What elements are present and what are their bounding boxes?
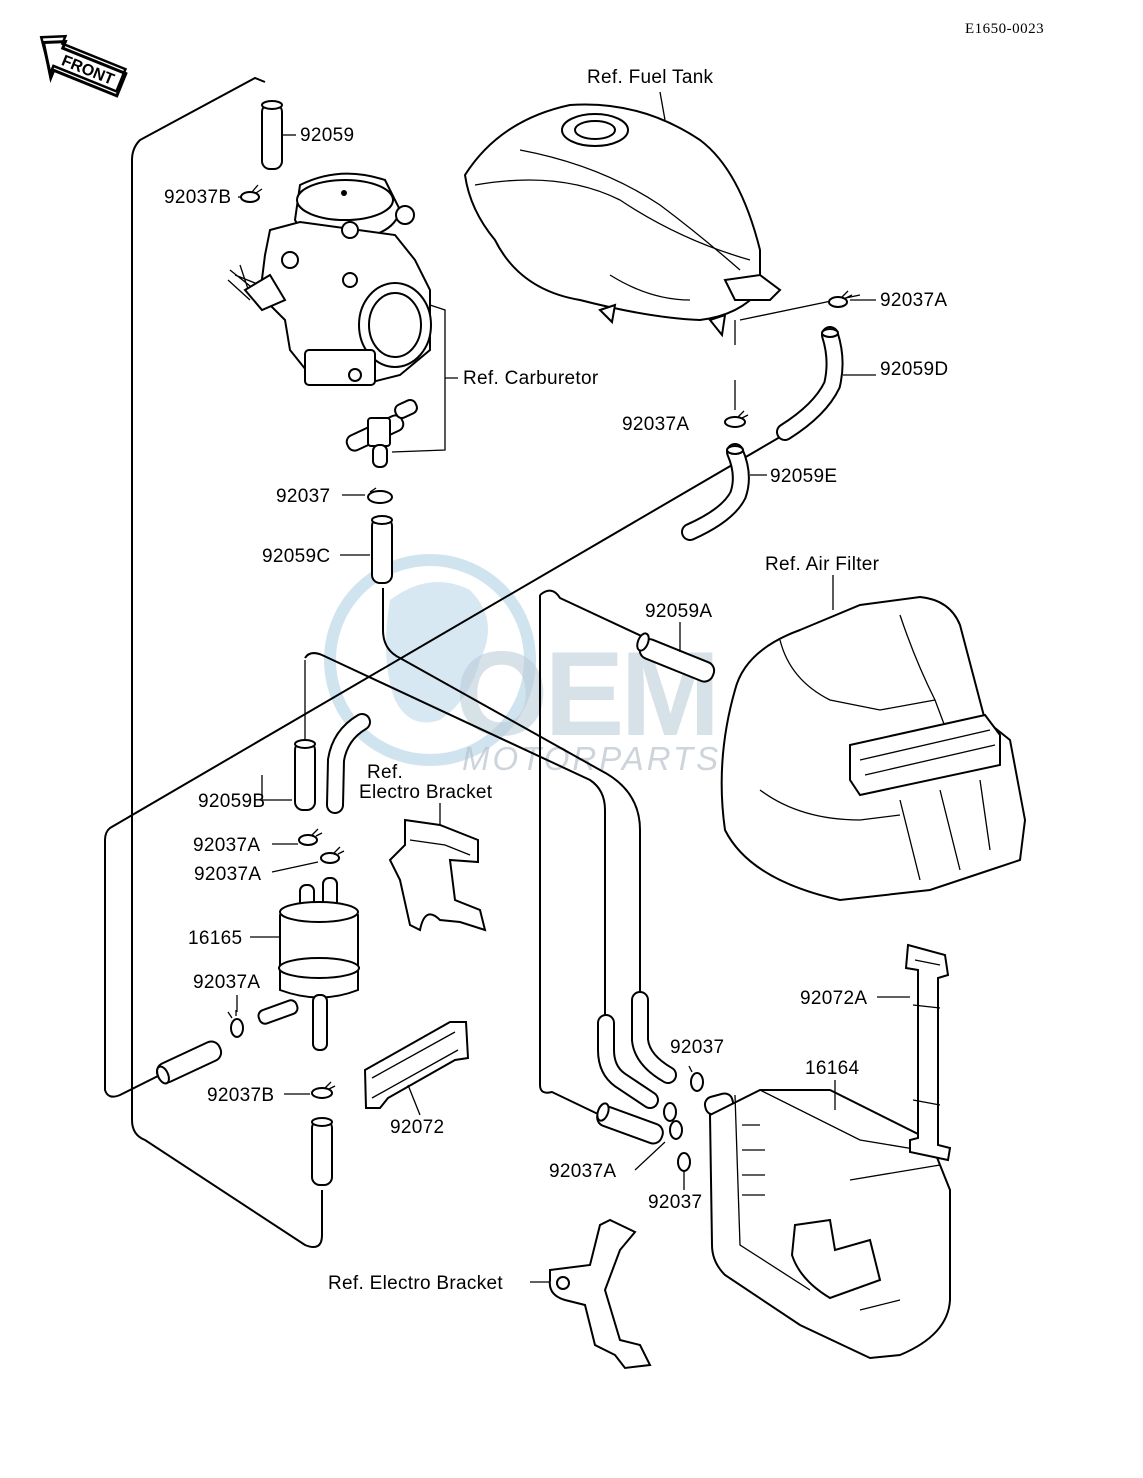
clip-92037B-top-icon bbox=[240, 184, 263, 203]
label-92059B: 92059B bbox=[198, 791, 265, 812]
hose-canister-connectors bbox=[596, 991, 677, 1145]
leader-92037A-r bbox=[634, 1141, 666, 1171]
label-ref-electro-1b: Electro Bracket bbox=[359, 782, 493, 803]
clip-92037-r-extra-icon bbox=[663, 1102, 691, 1172]
label-92059C: 92059C bbox=[262, 546, 330, 567]
hose-left-short bbox=[155, 1040, 223, 1085]
clip-92037A-l3-icon bbox=[227, 1010, 244, 1038]
carburetor-drawing bbox=[227, 172, 432, 468]
label-92072: 92072 bbox=[390, 1117, 444, 1138]
label-92059D: 92059D bbox=[880, 359, 948, 380]
clip-92037-r1-icon bbox=[688, 1065, 704, 1092]
clip-92037B-bot-icon bbox=[311, 1081, 336, 1099]
label-92059: 92059 bbox=[300, 125, 354, 146]
strap-92072A-drawing bbox=[904, 943, 952, 1162]
leader-ref-fuel-tank bbox=[659, 91, 666, 121]
hose-92059A bbox=[636, 632, 716, 683]
leader-92059B bbox=[261, 775, 292, 801]
label-ref-carburetor: Ref. Carburetor bbox=[463, 368, 599, 389]
watermark-globe bbox=[324, 554, 536, 766]
hose-routing-upper-diag bbox=[104, 436, 781, 1098]
strap-92072-drawing bbox=[363, 1021, 470, 1109]
hose-92059B bbox=[294, 713, 371, 814]
diagram-code: E1650-0023 bbox=[965, 21, 1044, 37]
hose-routing-right bbox=[539, 589, 651, 1116]
hose-routing-front bbox=[382, 588, 641, 1000]
clip-92037A-mid-icon bbox=[724, 410, 749, 428]
hose-92059E bbox=[681, 443, 750, 541]
label-92037-top: 92037 bbox=[276, 486, 330, 507]
clip-92037-top-icon bbox=[367, 487, 393, 504]
canister-16164-drawing bbox=[703, 1089, 951, 1360]
label-ref-electro-2: Ref. Electro Bracket bbox=[328, 1273, 503, 1294]
label-92037A-r: 92037A bbox=[549, 1161, 616, 1182]
clip-92037A-top-icon bbox=[828, 290, 853, 308]
label-92059E: 92059E bbox=[770, 466, 837, 487]
label-92072A: 92072A bbox=[800, 988, 867, 1009]
watermark-sub: MOTORPARTS bbox=[462, 740, 721, 777]
label-92037A-l1: 92037A bbox=[193, 835, 260, 856]
fuel-tank-drawing bbox=[463, 103, 782, 338]
hose-routing-mid bbox=[304, 652, 606, 1018]
label-16165: 16165 bbox=[188, 928, 242, 949]
hose-92059D bbox=[776, 326, 844, 441]
fuel-filter-16165-drawing bbox=[257, 877, 360, 1051]
electro-bracket-lower-drawing bbox=[548, 1218, 652, 1370]
hose-92059C bbox=[371, 515, 393, 584]
leader-92037A-l bbox=[271, 843, 319, 873]
front-arrow-icon: FRONT bbox=[39, 34, 128, 98]
label-92037A-top: 92037A bbox=[880, 290, 947, 311]
watermark-globe-land bbox=[386, 582, 488, 723]
clip-92037A-l1-icon bbox=[298, 828, 323, 846]
label-92037-r2: 92037 bbox=[648, 1192, 702, 1213]
label-ref-fuel-tank: Ref. Fuel Tank bbox=[587, 67, 714, 88]
label-92037-r1: 92037 bbox=[670, 1037, 724, 1058]
watermark: OEM MOTORPARTS bbox=[324, 554, 721, 777]
label-92037A-l2: 92037A bbox=[194, 864, 261, 885]
leader-ref-carburetor bbox=[391, 304, 458, 453]
label-ref-air-filter: Ref. Air Filter bbox=[765, 554, 880, 575]
label-92059A: 92059A bbox=[645, 601, 712, 622]
label-92037A-l3: 92037A bbox=[193, 972, 260, 993]
leader-92072 bbox=[407, 1084, 421, 1116]
hose-bottom-vertical bbox=[311, 1117, 333, 1186]
electro-bracket-upper-drawing bbox=[388, 818, 487, 932]
label-16164: 16164 bbox=[805, 1058, 859, 1079]
hose-routing-left bbox=[131, 76, 323, 1248]
label-92037A-mid: 92037A bbox=[622, 414, 689, 435]
clip-92037A-l2-icon bbox=[320, 846, 345, 864]
hose-92059 bbox=[261, 100, 283, 170]
label-ref-electro-1a: Ref. bbox=[367, 762, 403, 783]
air-filter-drawing bbox=[720, 595, 1027, 902]
label-92037B-bot: 92037B bbox=[207, 1085, 274, 1106]
label-92037B-top: 92037B bbox=[164, 187, 231, 208]
